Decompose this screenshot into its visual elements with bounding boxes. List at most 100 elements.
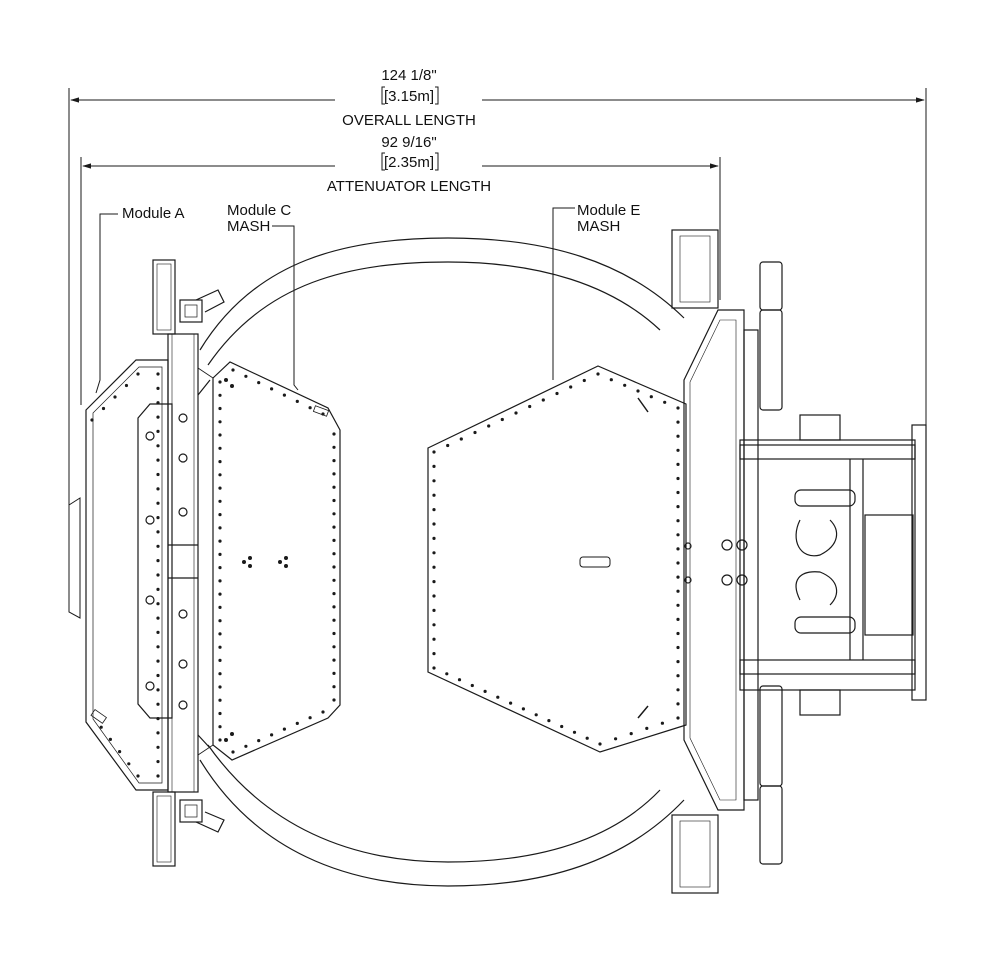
bolt-hole <box>218 738 222 742</box>
bolt-hole <box>248 564 252 568</box>
bolt-hole <box>487 424 491 428</box>
bolt-hole <box>676 476 680 481</box>
bolt-hole <box>676 448 680 452</box>
bolt-hole <box>432 536 436 541</box>
bolt-hole <box>218 645 222 649</box>
bolt-hole <box>432 652 436 656</box>
bolt-hole <box>459 437 463 441</box>
bolt-hole <box>676 462 680 466</box>
bolt-hole <box>332 658 336 662</box>
bolt-hole <box>676 603 680 607</box>
bolt-hole <box>509 701 513 705</box>
bolt-hole <box>230 384 234 388</box>
bolt-hole <box>244 744 248 748</box>
bolt-hole <box>432 594 436 598</box>
bolt-hole <box>308 406 312 410</box>
bolt-hole <box>629 732 633 736</box>
bolt-hole <box>649 395 653 399</box>
bolt-hole <box>676 406 680 410</box>
bolt-hole <box>156 544 160 548</box>
bolt-hole <box>156 760 160 764</box>
bolt-hole <box>332 432 336 436</box>
bolt-hole <box>676 589 680 593</box>
bolt-hole <box>676 434 680 438</box>
bolt-hole <box>270 387 274 391</box>
bolt-hole <box>528 404 532 409</box>
bolt-hole <box>483 689 487 694</box>
bolt-hole <box>257 381 261 385</box>
bolt-hole <box>332 671 336 676</box>
overall-length-dimension <box>68 86 927 510</box>
attenuator-length-dimension <box>80 152 721 405</box>
module-a-leader <box>95 213 118 394</box>
bolt-hole <box>218 380 222 384</box>
bolt-hole <box>218 406 222 411</box>
bolt-hole <box>218 619 222 623</box>
bolt-hole <box>218 579 222 583</box>
bolt-hole <box>224 378 228 382</box>
attenuator-length-text: 92 9/16" [2.35m] ATTENUATOR LENGTH <box>327 134 491 195</box>
bolt-hole <box>676 533 680 537</box>
bolt-hole <box>660 721 665 725</box>
bolt-hole <box>156 616 160 620</box>
bolt-hole <box>218 552 222 557</box>
module-e <box>427 365 687 753</box>
bolt-hole <box>257 739 261 743</box>
bolt-hole <box>676 645 680 650</box>
bolt-hole <box>156 688 160 692</box>
bolt-hole <box>108 737 112 742</box>
attenuator-length-label: ATTENUATOR LENGTH <box>327 178 491 195</box>
bolt-hole <box>572 730 577 734</box>
bolt-hole <box>432 493 436 497</box>
module-e-frame <box>671 229 927 894</box>
bolt-hole <box>534 713 538 717</box>
module-a-callout: Module A <box>122 205 185 222</box>
bolt-hole <box>218 513 222 517</box>
attenuator-ring <box>199 237 685 887</box>
bolt-hole <box>231 368 235 372</box>
bolt-hole <box>156 415 160 419</box>
bolt-hole <box>676 702 680 706</box>
bolt-hole <box>218 698 222 702</box>
bolt-hole <box>218 486 222 490</box>
bolt-hole <box>473 430 477 435</box>
bolt-hole <box>676 674 680 678</box>
bolt-hole <box>270 733 274 737</box>
bolt-hole <box>218 433 222 437</box>
bolt-hole <box>156 573 160 577</box>
bolt-hole <box>560 724 564 729</box>
bolt-hole <box>124 383 129 388</box>
bolt-hole <box>282 393 286 397</box>
bolt-hole <box>242 560 246 564</box>
bolt-hole <box>156 745 160 749</box>
bolt-hole <box>295 399 299 403</box>
bolt-hole <box>156 673 160 678</box>
bolt-hole <box>218 592 222 596</box>
bolt-hole <box>432 464 436 468</box>
bolt-hole <box>218 605 222 610</box>
bolt-hole <box>218 526 222 530</box>
bolt-hole <box>90 418 94 422</box>
bolt-hole <box>218 539 222 543</box>
bolt-hole <box>332 538 336 543</box>
bolt-hole <box>676 561 680 565</box>
bolt-hole <box>332 472 336 476</box>
bolt-hole <box>645 726 649 731</box>
bolt-hole <box>636 389 640 393</box>
bolt-hole <box>541 398 545 402</box>
bolt-hole <box>332 645 336 649</box>
bolt-hole <box>321 710 325 714</box>
bolt-hole <box>218 711 222 716</box>
bolt-hole <box>332 631 336 636</box>
bolt-hole <box>278 560 282 564</box>
bolt-hole <box>676 519 680 523</box>
bolt-hole <box>432 637 436 641</box>
module-c-leader <box>272 225 299 391</box>
bolt-hole <box>598 742 602 746</box>
bolt-hole <box>676 631 680 636</box>
bolt-hole <box>432 565 436 569</box>
bolt-hole <box>321 412 325 416</box>
bolt-hole <box>244 374 248 378</box>
bolt-hole <box>332 445 336 449</box>
